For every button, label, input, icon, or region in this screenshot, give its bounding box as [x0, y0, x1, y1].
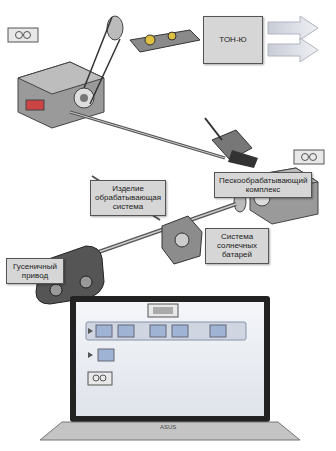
- label-box: Гусеничный привод: [6, 258, 64, 284]
- sand-tool: [205, 118, 258, 168]
- label-box: Изделие обрабатывающая система: [90, 180, 166, 216]
- icon-box: [294, 150, 324, 164]
- label-box: ТОН-Ю: [203, 16, 263, 64]
- signal-arrow: [268, 16, 318, 62]
- box-text: Пескообрабатывающий комплекс: [219, 176, 307, 194]
- gear-board: [130, 30, 200, 52]
- icon-box: [8, 28, 38, 42]
- label-box: Пескообрабатывающий комплекс: [214, 172, 312, 198]
- laptop: [40, 296, 300, 440]
- box-text: Система солнечных батарей: [210, 232, 264, 260]
- brand-label: ASUS: [160, 424, 176, 430]
- gear-unit: [162, 216, 202, 264]
- drive-shaft: [70, 112, 225, 158]
- box-text: Гусеничный привод: [11, 262, 59, 280]
- label-box: Система солнечных батарей: [205, 228, 269, 264]
- box-text: Изделие обрабатывающая система: [95, 184, 161, 212]
- pulley-belt: [84, 16, 123, 104]
- box-text: ТОН-Ю: [208, 35, 258, 44]
